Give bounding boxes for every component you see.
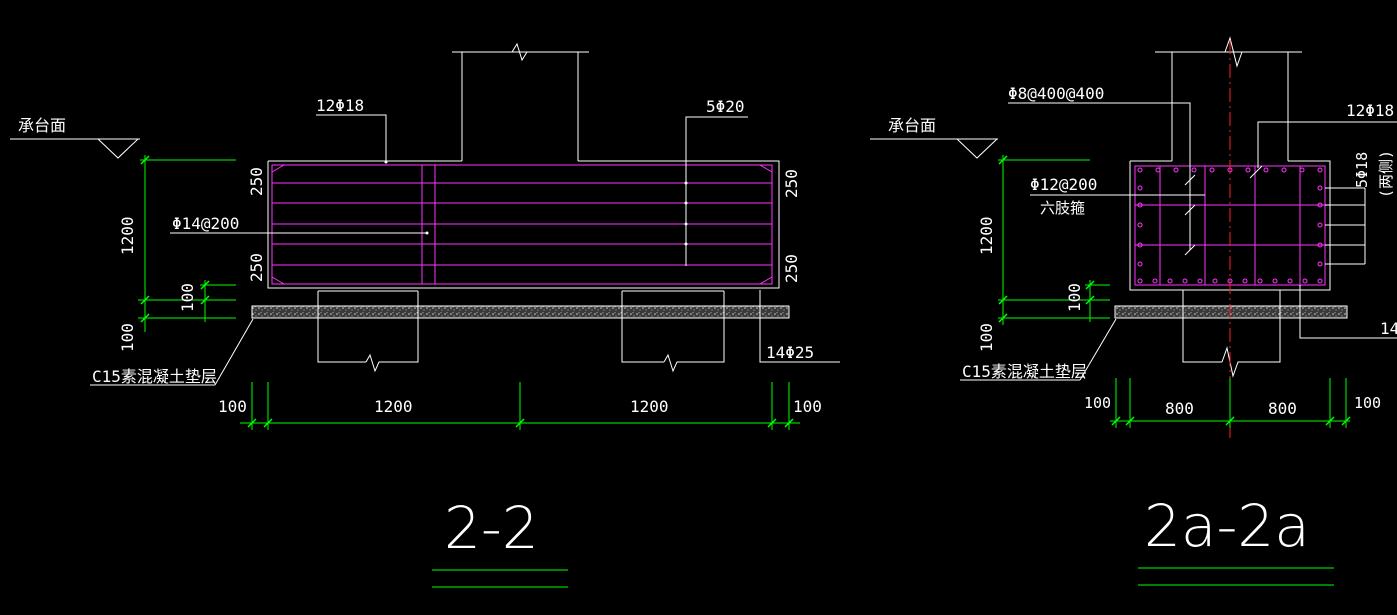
cushion-layer: [251, 305, 790, 319]
dim-1200-b: 1200: [630, 397, 669, 416]
rebar-cage: [271, 164, 773, 285]
rebar-label-right: 5Φ20: [706, 97, 745, 116]
dim-1200-a: 1200: [374, 397, 413, 416]
leaders: [10, 114, 840, 386]
elevation-label: 承台面: [18, 116, 66, 135]
rebar-dots-2a: [1137, 167, 1323, 284]
dim-100-left-2a: 100: [1084, 394, 1111, 412]
column-outline-top-2a: [1155, 36, 1302, 161]
rebar-label-top: 12Φ18: [316, 96, 364, 115]
elevation-label-2a: 承台面: [888, 116, 936, 135]
pile-cap-outline-2a: [1129, 160, 1331, 291]
dim-1200-vertical: 1200: [118, 216, 137, 255]
cushion-label: C15素混凝土垫层: [92, 367, 217, 386]
pile-cap-outline: [267, 160, 780, 289]
rebar-label-side-note: (两侧): [1377, 150, 1395, 198]
section-2-2: 承台面 12Φ18 5Φ20 Φ14@200 14Φ25 C15素混凝土垫层 2…: [10, 42, 840, 588]
dim-100-right-2a: 100: [1354, 394, 1381, 412]
dim-800-a: 800: [1165, 399, 1194, 418]
rebar-label-side: 5Φ18: [1353, 152, 1371, 188]
leaders-2a: [870, 102, 1397, 381]
section-title-2a-2a: 2a-2a: [1144, 492, 1310, 560]
dim-250-left-top: 250: [247, 167, 266, 196]
section-title-2-2: 2-2: [444, 494, 539, 562]
dimension-ticks-2a: [998, 155, 1351, 426]
dimension-ticks: [140, 155, 794, 428]
pile-2a: [1182, 290, 1281, 378]
dim-250-right-top: 250: [782, 169, 801, 198]
section-2a-2a: 承台面 Φ8@400@400 12Φ18 5Φ18 (两侧) Φ12@200 六…: [870, 36, 1397, 586]
leader-ticks: [384, 160, 688, 246]
rebar-label-tl: Φ8@400@400: [1008, 84, 1104, 103]
dim-100-vertical-a: 100: [178, 283, 197, 312]
dim-800-b: 800: [1268, 399, 1297, 418]
dim-100-vertical-2a: 100: [1065, 283, 1084, 312]
cushion-label-2a: C15素混凝土垫层: [962, 362, 1087, 381]
cushion-layer-2a: [1114, 305, 1348, 319]
rebar-label-bottom-2a: 14: [1380, 319, 1397, 338]
dim-100-vertical-b: 100: [118, 323, 137, 352]
stirrup-label: Φ12@200: [1030, 175, 1097, 194]
dim-250-left-bottom: 250: [247, 253, 266, 282]
piles: [317, 290, 725, 373]
dim-100-vertical-2a-b: 100: [977, 323, 996, 352]
stirrup-note: 六肢箍: [1040, 199, 1085, 217]
rebar-label-bottom: 14Φ25: [766, 343, 814, 362]
rebar-label-tr: 12Φ18: [1346, 101, 1394, 120]
dim-100-right: 100: [793, 397, 822, 416]
dim-100-left: 100: [218, 397, 247, 416]
dim-250-right-bottom: 250: [782, 254, 801, 283]
column-outline-top: [452, 42, 589, 161]
rebar-label-mid: Φ14@200: [172, 214, 239, 233]
dim-1200-vertical-2a: 1200: [977, 216, 996, 255]
